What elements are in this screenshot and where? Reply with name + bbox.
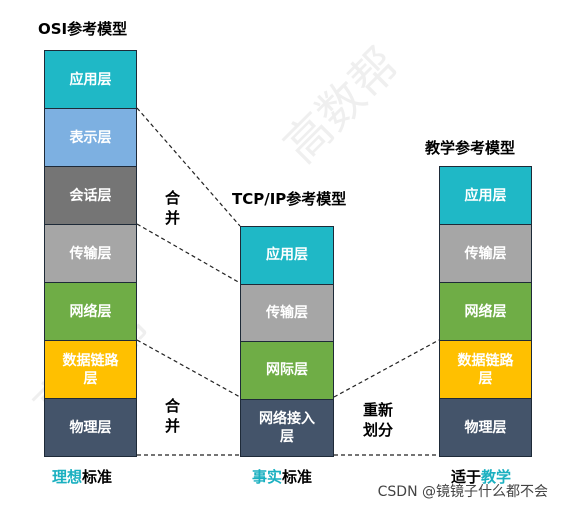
- osi-layer-3: 会话层: [44, 166, 137, 225]
- teaching-layer-5: 物理层: [439, 398, 532, 457]
- osi-caption: 理想标准: [52, 466, 112, 487]
- tcpip-caption: 事实标准: [252, 466, 312, 487]
- teaching-caption: 适于教学: [451, 466, 511, 487]
- merge-note-bottom: 合 并: [165, 397, 181, 435]
- teaching-layer-4: 数据链路 层: [439, 340, 532, 399]
- osi-layer-2: 表示层: [44, 108, 137, 167]
- tcpip-caption-highlight: 事实: [252, 468, 283, 486]
- teaching-caption-highlight: 教学: [481, 468, 512, 486]
- mapping-line: [136, 107, 241, 227]
- teaching-caption-prefix: 适于: [451, 468, 482, 486]
- tcpip-layer-4: 网络接入 层: [240, 398, 334, 457]
- osi-caption-highlight: 理想: [52, 468, 83, 486]
- merge-note-top: 合 并: [165, 189, 181, 227]
- tcpip-model-title: TCP/IP参考模型: [232, 190, 347, 208]
- tcpip-layer-2: 传输层: [240, 283, 334, 342]
- osi-model-title: OSI参考模型: [38, 20, 128, 38]
- osi-layer-1: 应用层: [44, 50, 137, 109]
- mapping-line: [136, 223, 241, 284]
- tcpip-layer-1: 应用层: [240, 226, 334, 285]
- teaching-layer-3: 网络层: [439, 282, 532, 341]
- tcpip-layer-3: 网际层: [240, 341, 334, 400]
- teaching-model-title: 教学参考模型: [425, 139, 516, 157]
- tcpip-caption-rest: 标准: [282, 468, 313, 486]
- redivide-note: 重新 划分: [363, 401, 394, 439]
- author-credit: CSDN @镜镜子什么都不会: [377, 484, 548, 500]
- osi-layer-7: 物理层: [44, 398, 137, 457]
- mapping-line: [333, 339, 440, 398]
- mapping-line: [136, 339, 241, 398]
- teaching-layer-1: 应用层: [439, 166, 532, 225]
- osi-layer-4: 传输层: [44, 224, 137, 283]
- osi-caption-rest: 标准: [82, 468, 113, 486]
- osi-layer-5: 网络层: [44, 282, 137, 341]
